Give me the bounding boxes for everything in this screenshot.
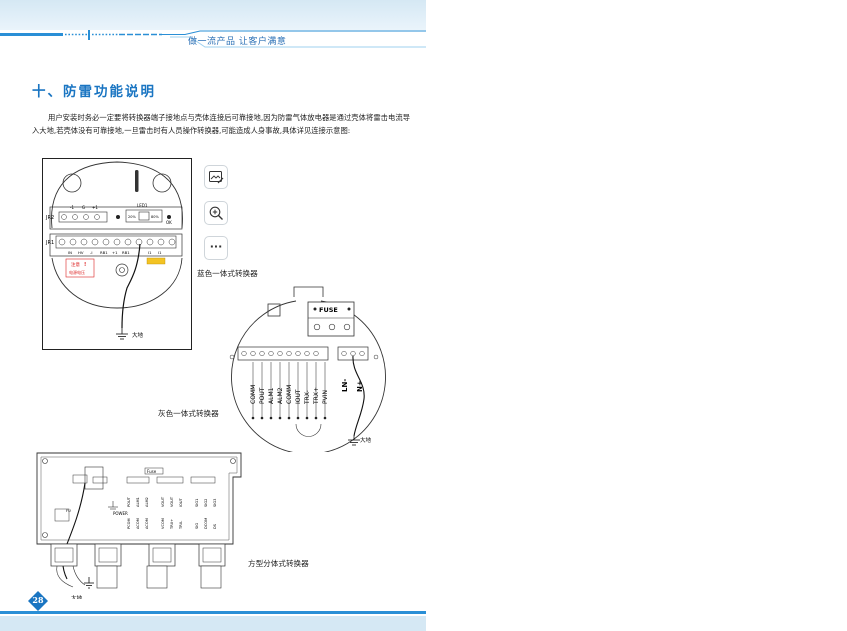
svg-text:LED1: LED1	[137, 203, 148, 208]
svg-text:COMM: COMM	[286, 385, 293, 404]
section-title: 十、防雷功能说明	[32, 84, 156, 100]
svg-text:ACOM: ACOM	[136, 518, 140, 529]
page-number: 28	[32, 595, 44, 605]
svg-text:I1: I1	[148, 250, 152, 255]
svg-text:IOUT: IOUT	[295, 389, 302, 404]
svg-text:OK: OK	[166, 220, 172, 225]
svg-text:POWER: POWER	[113, 511, 128, 516]
svg-text:ALM1: ALM1	[268, 387, 275, 404]
svg-text:FU: FU	[66, 509, 71, 513]
svg-text:-I: -I	[90, 250, 93, 255]
svg-text:PCOM: PCOM	[127, 518, 131, 529]
square-converter-diagram: Fuse POWER POUT ALM1 ALM2 VOUT VOUT IOUT…	[36, 452, 242, 599]
svg-text:SIG2: SIG2	[204, 499, 208, 507]
footer-band	[0, 611, 426, 631]
svg-text:TRX-: TRX-	[304, 390, 311, 405]
svg-text:注意: 注意	[71, 261, 80, 268]
page-number-shape	[28, 591, 48, 611]
svg-text:IOUT: IOUT	[179, 497, 183, 507]
svg-text:DS: DS	[213, 523, 217, 529]
blue-converter-diagram: JR2 -1 G +1 LED1 20% 80% OK JR1 IN HV -I…	[42, 158, 192, 350]
zoom-in-icon	[209, 206, 223, 220]
svg-text:IN: IN	[68, 250, 72, 255]
svg-text:POUT: POUT	[259, 387, 266, 404]
zoom-in-button[interactable]	[204, 201, 228, 225]
blue-converter-caption: 蓝色一体式转换器	[197, 269, 258, 278]
svg-text:!: !	[84, 262, 86, 268]
more-button[interactable]: ···	[204, 236, 228, 260]
header-decoration	[0, 30, 426, 48]
square-converter-caption: 方型分体式转换器	[248, 559, 309, 568]
header-slogan: 做一流产品 让客户满意	[188, 37, 287, 47]
gray-converter-diagram: FUSE COMM POUT	[229, 286, 386, 452]
svg-text:大地: 大地	[360, 436, 372, 444]
svg-text:N+: N+	[356, 380, 364, 392]
page-number-badge: 28	[27, 590, 49, 612]
svg-text:DCOM: DCOM	[204, 518, 208, 529]
svg-text:电源电压: 电源电压	[69, 269, 85, 275]
svg-text:I1: I1	[158, 250, 162, 255]
svg-text:JR2: JR2	[45, 215, 54, 221]
svg-text:JR1: JR1	[45, 240, 54, 246]
svg-text:20%: 20%	[128, 215, 136, 219]
edit-image-button[interactable]	[204, 165, 228, 189]
svg-text:FUSE: FUSE	[319, 306, 338, 314]
body-paragraph: 用户安装时务必一定要将转换器端子接地点与壳体连接后可靠接地,因为防雷气体放电器是…	[32, 113, 410, 136]
header-band	[0, 0, 426, 30]
svg-text:TRX-: TRX-	[179, 520, 183, 530]
svg-text:SIG3: SIG3	[213, 499, 217, 507]
gray-converter-caption: 灰色一体式转换器	[158, 409, 219, 418]
svg-text:RB1: RB1	[100, 250, 108, 255]
svg-text:ALM1: ALM1	[136, 497, 140, 507]
svg-text:HV: HV	[78, 250, 84, 255]
svg-text:+1: +1	[112, 250, 118, 255]
edit-image-icon	[209, 171, 224, 184]
svg-text:POUT: POUT	[127, 496, 131, 507]
svg-text:VOUT: VOUT	[161, 496, 165, 507]
svg-text:80%: 80%	[151, 215, 159, 219]
svg-text:大地: 大地	[71, 594, 83, 599]
svg-text:Fuse: Fuse	[147, 469, 157, 474]
manual-page: 做一流产品 让客户满意 十、防雷功能说明 用户安装时务必一定要将转换器端子接地点…	[0, 0, 426, 631]
svg-text:大地: 大地	[132, 331, 144, 339]
svg-text:COMM: COMM	[250, 385, 257, 404]
svg-text:ALM2: ALM2	[145, 497, 149, 507]
svg-text:SIG: SIG	[195, 523, 199, 529]
svg-text:TRX+: TRX+	[170, 519, 174, 530]
svg-text:LN-: LN-	[341, 379, 349, 392]
svg-text:VCOM: VCOM	[161, 518, 165, 529]
svg-text:G: G	[82, 205, 85, 210]
svg-text:+1: +1	[92, 205, 98, 210]
svg-text:PVIN: PVIN	[322, 390, 329, 404]
svg-text:ALM2: ALM2	[277, 387, 284, 404]
svg-text:-1: -1	[70, 205, 74, 210]
svg-text:ACOM: ACOM	[145, 518, 149, 529]
svg-text:RB1: RB1	[122, 250, 130, 255]
svg-text:SIG1: SIG1	[195, 499, 199, 507]
svg-text:VOUT: VOUT	[170, 496, 174, 507]
more-icon: ···	[209, 239, 223, 253]
svg-text:TRX+: TRX+	[313, 387, 320, 405]
